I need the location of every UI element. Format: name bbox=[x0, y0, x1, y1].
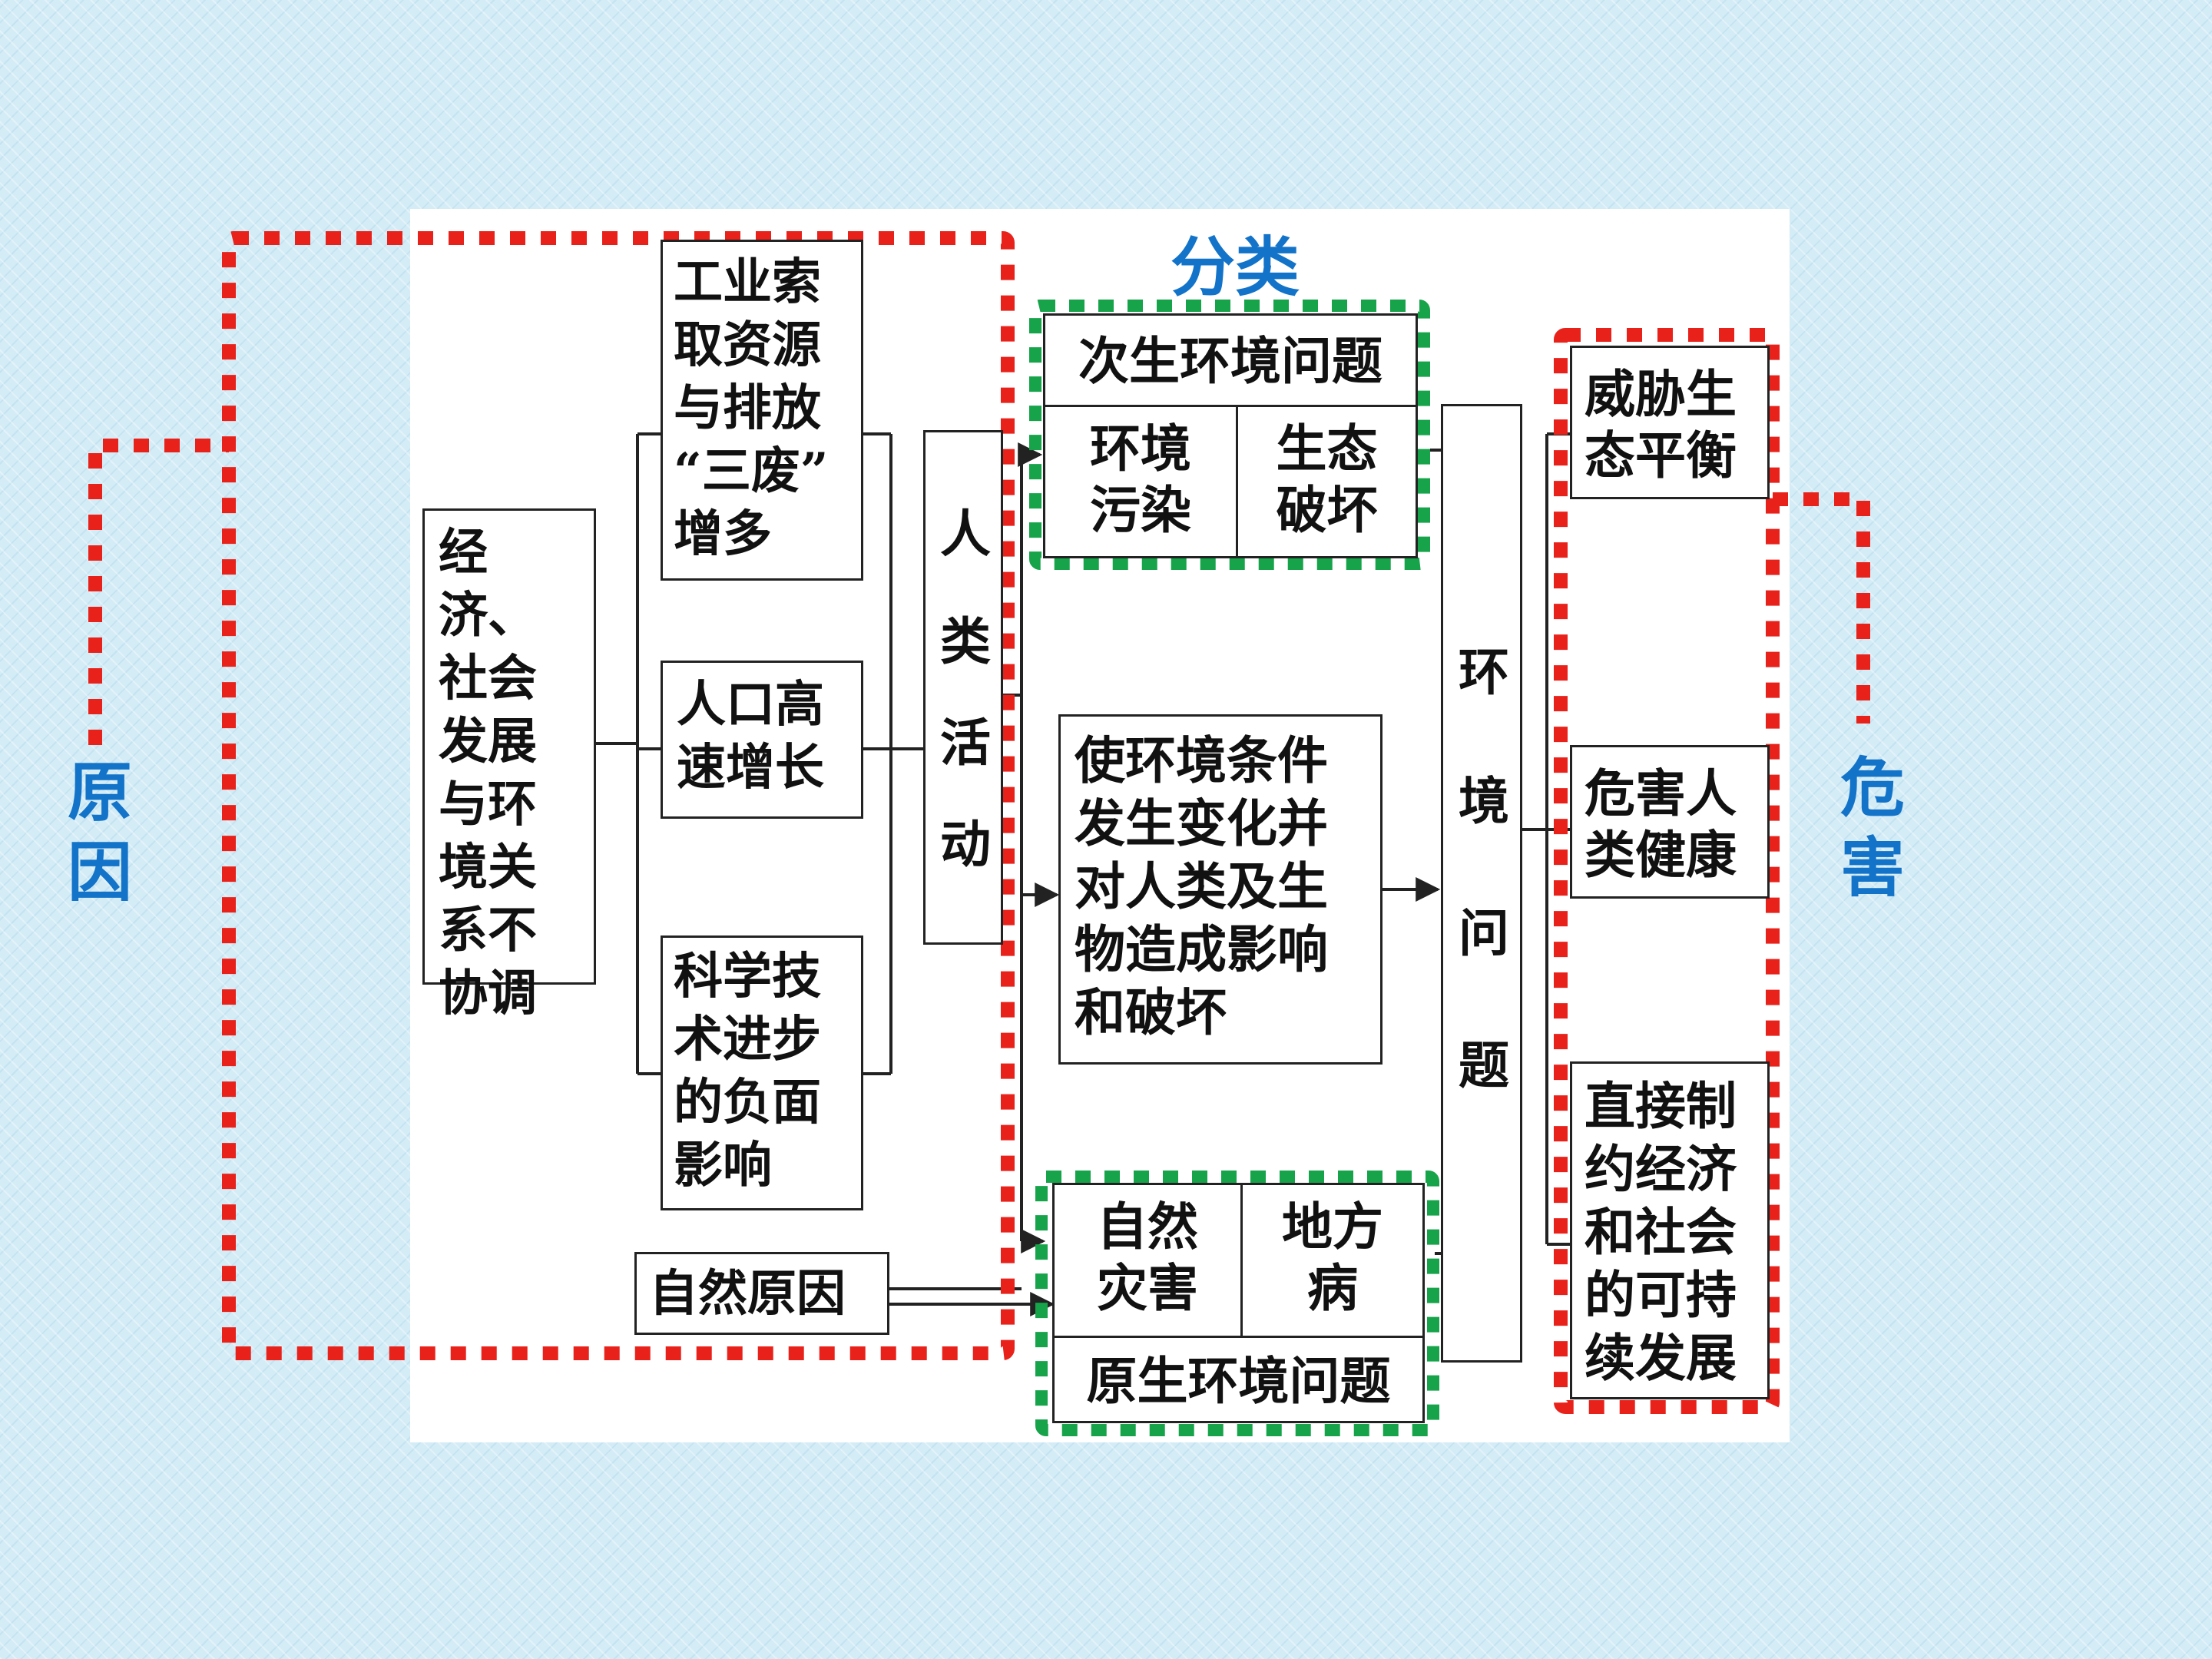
cause-label-top: 原 bbox=[67, 755, 132, 830]
human-activity-box bbox=[923, 430, 1003, 945]
env-problem-char-2: 境 bbox=[1459, 771, 1509, 831]
natural-cause-box: 自然原因 bbox=[634, 1252, 889, 1335]
env-problem-char-4: 题 bbox=[1459, 1035, 1509, 1095]
human-activity-char-1: 人 bbox=[940, 504, 991, 564]
env-problem-char-3: 问 bbox=[1459, 903, 1509, 963]
ecological-damage-box: 生态 破坏 bbox=[1236, 405, 1418, 558]
pollution-box: 环境 污染 bbox=[1043, 405, 1238, 558]
env-problem-char-1: 环 bbox=[1459, 642, 1509, 702]
effect-box: 使环境条件 发生变化并 对人类及生 物造成影响 和破坏 bbox=[1058, 714, 1382, 1065]
endemic-disease-box: 地方 病 bbox=[1240, 1183, 1425, 1338]
harm-health-box: 危害人 类健康 bbox=[1570, 745, 1770, 899]
secondary-problem-title: 次生环境问题 bbox=[1043, 313, 1418, 407]
harm-label-top: 危 bbox=[1839, 750, 1905, 826]
primary-frame bbox=[1035, 1171, 1439, 1436]
restrict-development-box: 直接制 约经济 和社会 的可持 续发展 bbox=[1570, 1061, 1770, 1399]
environment-problem-box bbox=[1441, 404, 1522, 1363]
human-activity-char-2: 类 bbox=[940, 611, 991, 671]
root-cause-box: 经济、 社会 发展 与环 境关 系不 协调 bbox=[422, 508, 596, 1022]
natural-disaster-box: 自然 灾害 bbox=[1052, 1183, 1243, 1338]
primary-problem-title: 原生环境问题 bbox=[1052, 1336, 1425, 1423]
cause-leader bbox=[88, 439, 229, 745]
harm-leader bbox=[1773, 492, 1870, 724]
category-label: 分类 bbox=[1170, 230, 1300, 305]
human-activity-char-4: 动 bbox=[940, 814, 991, 874]
secondary-frame bbox=[1029, 300, 1430, 570]
human-activity-char-3: 活 bbox=[940, 713, 991, 773]
harm-frame bbox=[1554, 328, 1780, 1414]
technology-box: 科学技 术进步 的负面 影响 bbox=[661, 935, 863, 1210]
industry-box: 工业索 取资源 与排放 “三废” 增多 bbox=[661, 240, 863, 581]
harm-label-bottom: 害 bbox=[1839, 830, 1905, 906]
cause-label-bottom: 因 bbox=[67, 835, 132, 910]
threat-ecology-box: 威胁生 态平衡 bbox=[1570, 346, 1770, 499]
cause-frame bbox=[222, 231, 1015, 1360]
population-box: 人口高 速增长 bbox=[661, 661, 863, 819]
